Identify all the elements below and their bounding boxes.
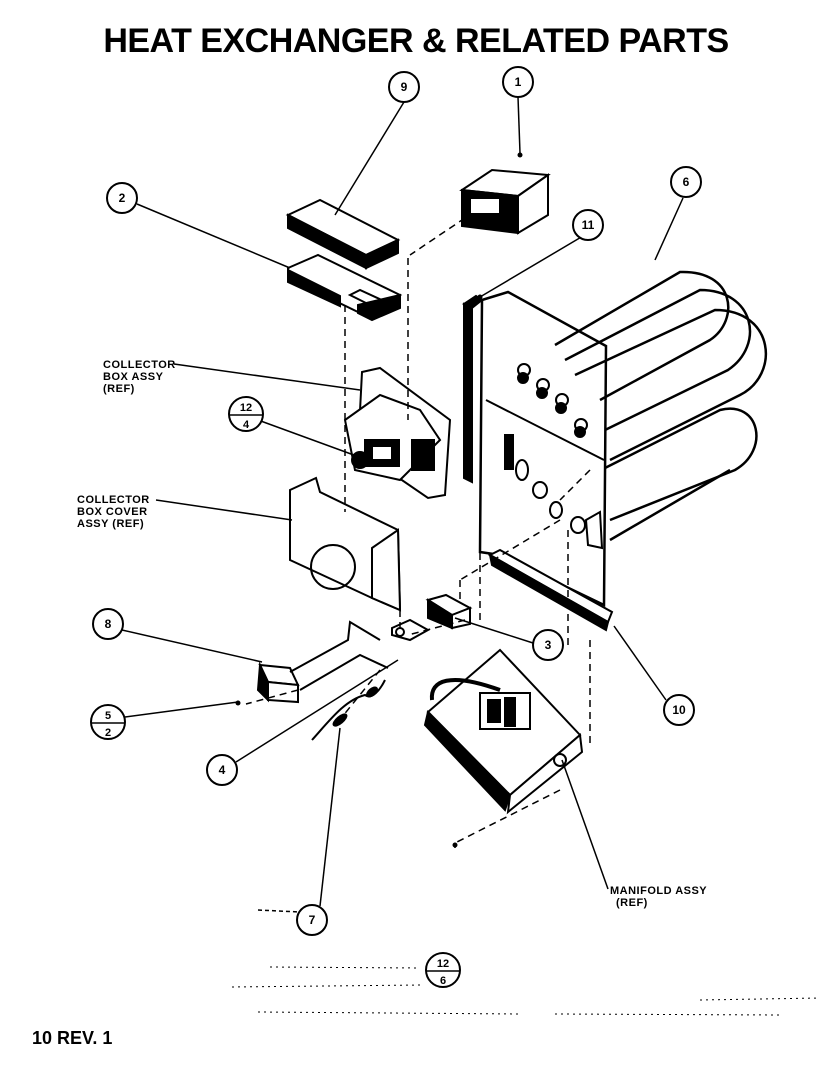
part-8-block — [256, 620, 389, 704]
svg-text:BOX COVER: BOX COVER — [77, 506, 148, 518]
manifold-assy — [423, 648, 584, 815]
fraction-ref-2-top: 5 — [105, 710, 111, 722]
page-footer: 10 REV. 1 — [32, 1028, 113, 1048]
fraction-ref-1-top: 12 — [240, 402, 252, 414]
callout-3: 3 — [545, 638, 552, 652]
collector-box-assy — [343, 366, 452, 500]
callout-9: 9 — [401, 80, 408, 94]
scan-noise — [231, 966, 821, 1016]
svg-text:BOX ASSY: BOX ASSY — [103, 371, 164, 383]
part-4-bracket — [391, 618, 431, 642]
part-3-box — [425, 593, 473, 630]
fraction-ref-1-bottom: 4 — [243, 419, 250, 431]
part-9-bar — [285, 198, 401, 270]
fraction-ref-3-bottom: 6 — [440, 975, 446, 987]
collector-box-ref-label: COLLECTOR BOX ASSY (REF) — [103, 359, 176, 395]
collector-box-cover-ref-label: COLLECTOR BOX COVER ASSY (REF) — [77, 494, 150, 530]
diagram-title: HEAT EXCHANGER & RELATED PARTS — [103, 22, 729, 60]
svg-text:MANIFOLD ASSY: MANIFOLD ASSY — [610, 885, 707, 897]
callout-1: 1 — [515, 75, 522, 89]
svg-text:ASSY (REF): ASSY (REF) — [77, 518, 144, 530]
part-11-strip — [462, 294, 484, 484]
callout-11: 11 — [582, 218, 595, 232]
part-2-gasket — [287, 253, 403, 322]
svg-text:(REF): (REF) — [103, 383, 135, 395]
part-6-tubes — [554, 270, 768, 542]
svg-text:COLLECTOR: COLLECTOR — [103, 359, 176, 371]
manifold-ref-label: MANIFOLD ASSY (REF) — [610, 885, 707, 909]
svg-text:COLLECTOR: COLLECTOR — [77, 494, 150, 506]
callout-2: 2 — [119, 191, 126, 205]
svg-text:(REF): (REF) — [616, 897, 648, 909]
callout-4: 4 — [219, 763, 226, 777]
callout-7: 7 — [309, 913, 316, 927]
heat-exchanger-panel — [478, 290, 608, 607]
fraction-ref-2-bottom: 2 — [105, 727, 111, 739]
callout-8: 8 — [105, 617, 112, 631]
part-1-box — [459, 168, 551, 235]
callout-6: 6 — [683, 175, 690, 189]
fraction-ref-3-top: 12 — [437, 958, 449, 970]
collector-box-cover — [289, 476, 402, 612]
callout-10: 10 — [672, 703, 686, 717]
part-10-rail — [487, 548, 614, 632]
